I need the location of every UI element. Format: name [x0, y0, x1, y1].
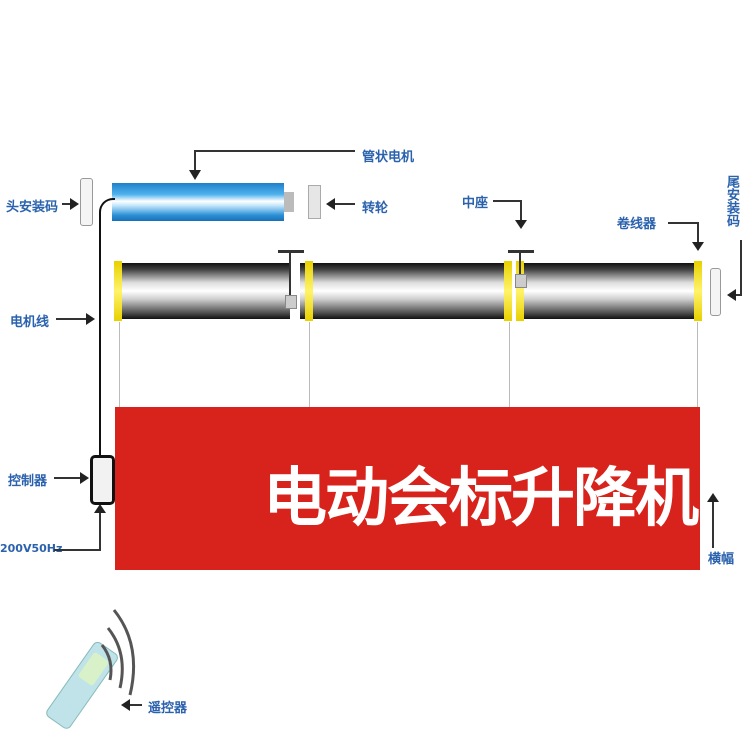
- leader-line: [520, 200, 522, 222]
- leader-line: [195, 150, 355, 152]
- arrow-icon: [727, 289, 736, 301]
- arrow-icon: [121, 699, 130, 711]
- banner-string: [309, 322, 310, 408]
- label-controller: 控制器: [8, 474, 48, 489]
- arrow-icon: [326, 198, 335, 210]
- leader-line: [194, 150, 196, 172]
- arrow-icon: [94, 504, 106, 513]
- controller-icon: [90, 455, 115, 505]
- label-middle-seat: 中座: [462, 196, 489, 211]
- leader-line: [335, 203, 355, 205]
- arrow-icon: [86, 313, 95, 325]
- label-tail-mount: 尾安装码: [724, 175, 739, 227]
- arrow-icon: [692, 242, 704, 251]
- tube-cap: [694, 261, 702, 321]
- label-tubular-motor: 管状电机: [362, 150, 415, 165]
- leader-line: [62, 203, 72, 205]
- middle-seat-block: [285, 295, 297, 309]
- label-banner: 横幅: [708, 552, 735, 567]
- roller-tube-segment: [300, 263, 510, 319]
- banner-string: [119, 322, 120, 408]
- arrow-icon: [515, 220, 527, 229]
- middle-seat-post: [519, 250, 521, 275]
- leader-line: [56, 318, 88, 320]
- wheel-icon: [308, 185, 321, 219]
- tubular-motor: [112, 183, 284, 221]
- label-motor-cable: 电机线: [10, 315, 50, 330]
- label-cable-reel: 卷线器: [617, 217, 657, 232]
- motor-cable: [99, 198, 115, 460]
- middle-seat-icon: [278, 250, 304, 253]
- roller-tube-segment: [522, 263, 700, 319]
- leader-line: [130, 704, 142, 706]
- tube-cap: [516, 261, 524, 321]
- motor-head: [284, 192, 294, 212]
- tube-cap: [305, 261, 313, 321]
- arrow-icon: [189, 170, 201, 180]
- arrow-icon: [707, 493, 719, 502]
- leader-line: [740, 240, 742, 295]
- label-power: 200V50Hz: [0, 542, 63, 555]
- middle-seat-block: [515, 274, 527, 288]
- label-wheel: 转轮: [362, 201, 389, 216]
- leader-line: [668, 222, 698, 224]
- leader-line: [712, 500, 714, 548]
- arrow-icon: [70, 198, 79, 210]
- leader-line: [735, 294, 742, 296]
- leader-line: [54, 477, 82, 479]
- tube-cap: [504, 261, 512, 321]
- leader-line: [99, 512, 101, 551]
- remote-control-icon: [46, 609, 136, 729]
- label-remote: 遥控器: [148, 701, 188, 716]
- banner-string: [509, 322, 510, 408]
- tail-mount-icon: [710, 268, 721, 316]
- tube-cap: [114, 261, 122, 321]
- label-head-mount: 头安装码: [6, 200, 59, 215]
- banner-text: 电动会标升降机: [263, 462, 699, 536]
- middle-seat-icon: [508, 250, 534, 253]
- head-mount-icon: [80, 178, 93, 226]
- arrow-icon: [80, 472, 89, 484]
- leader-line: [697, 222, 699, 244]
- leader-line: [493, 200, 521, 202]
- middle-seat-post: [289, 250, 291, 295]
- banner: 电动会标升降机: [115, 407, 700, 570]
- roller-tube-segment: [118, 263, 290, 319]
- leader-line: [54, 549, 101, 551]
- banner-string: [697, 322, 698, 408]
